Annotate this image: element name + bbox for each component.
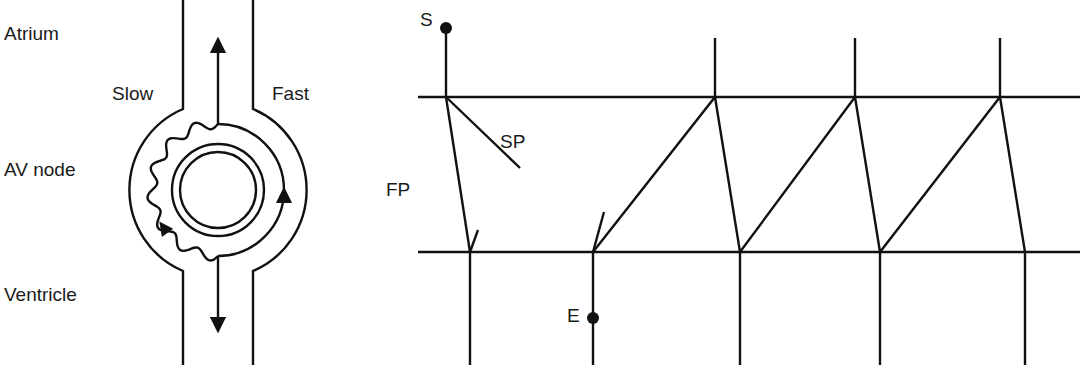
chamber-label: AV node <box>4 160 75 181</box>
chamber-label: Atrium <box>4 24 59 45</box>
ring-outer <box>172 144 264 236</box>
extrastimulus-dot <box>587 312 599 324</box>
ladder-diagram <box>418 28 1080 365</box>
fp-conduction <box>446 97 470 252</box>
atrial-echo <box>854 38 856 97</box>
ventricular-beat <box>1024 252 1026 365</box>
atrial-echo <box>714 38 716 97</box>
slow-path-arrow <box>159 222 173 237</box>
pathway-label: FP <box>386 180 410 201</box>
extrastimulus-line <box>592 252 594 365</box>
ventricular-level <box>418 251 1080 253</box>
ring-inner <box>180 152 256 228</box>
pathway-label: SP <box>500 132 525 153</box>
fast-path-arrow <box>218 190 284 256</box>
stimulus-label: S <box>420 10 433 31</box>
ventricular-beat <box>739 252 741 365</box>
ventricular-exit-arrow <box>217 256 219 330</box>
atrial-exit-arrow <box>217 40 219 124</box>
right-wall <box>253 0 307 365</box>
ventricular-beat <box>469 252 471 365</box>
reentry-zigzag <box>593 97 1025 252</box>
ventricular-beat <box>879 252 881 365</box>
retro-tick <box>470 230 478 252</box>
stimulus-line <box>445 28 447 97</box>
av-node-schematic <box>129 0 306 365</box>
stimulus-label: E <box>567 306 580 327</box>
chamber-label: Ventricle <box>4 285 77 306</box>
stimulus-dot <box>440 22 452 34</box>
slow-path <box>148 123 218 261</box>
pathway-label: Slow <box>112 84 153 105</box>
fast-path <box>218 124 284 190</box>
atrial-level <box>418 96 1080 98</box>
pathway-label: Fast <box>272 84 309 105</box>
atrial-echo <box>999 38 1001 97</box>
